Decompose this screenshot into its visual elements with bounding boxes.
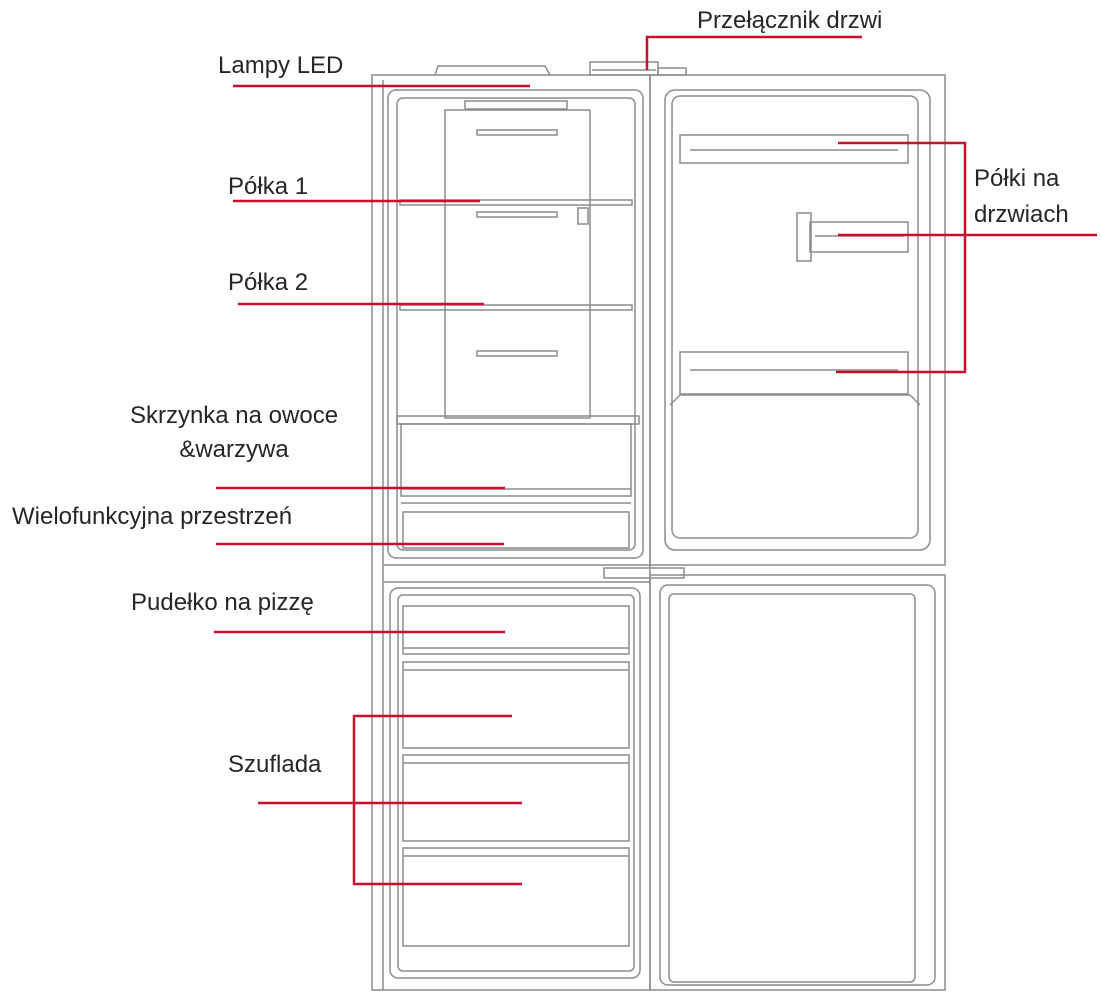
leader-lines bbox=[214, 35, 1097, 886]
crisper-drawer bbox=[400, 423, 632, 497]
middle-hinge bbox=[603, 567, 685, 579]
leader-door-shelves-bracket bbox=[836, 141, 967, 374]
vent-3 bbox=[476, 350, 558, 357]
rear-wall-panel bbox=[444, 109, 591, 419]
temp-control bbox=[577, 207, 589, 225]
door-shelf-2 bbox=[809, 221, 909, 253]
freezer-compartment-inner bbox=[397, 594, 635, 972]
shelf-2 bbox=[399, 304, 633, 311]
crisper-cover bbox=[396, 415, 640, 425]
fridge-door-inner bbox=[664, 89, 931, 551]
label-door-switch: Przełącznik drzwi bbox=[697, 7, 883, 34]
freezer-door-liner bbox=[668, 593, 916, 983]
label-door-shelves-line1: Półki na bbox=[974, 165, 1060, 192]
label-crisper-line1: Skrzynka na owoce bbox=[129, 402, 339, 429]
fridge-door-liner bbox=[671, 95, 919, 539]
led-lamp-strip bbox=[464, 100, 568, 110]
drawer-1 bbox=[402, 661, 630, 749]
top-right-hinge bbox=[657, 67, 687, 76]
label-pizza-box: Pudełko na pizzę bbox=[131, 589, 314, 616]
freezer-door-inner bbox=[659, 584, 936, 986]
top-hinge bbox=[434, 65, 551, 76]
label-door-shelves: Półki na drzwiach bbox=[974, 161, 1069, 233]
vent-1 bbox=[476, 129, 558, 136]
leader-drawer-bracket bbox=[352, 714, 522, 886]
leader-door-switch bbox=[645, 35, 862, 70]
label-shelf-1: Półka 1 bbox=[228, 173, 309, 200]
label-shelf-2: Półka 2 bbox=[228, 269, 309, 296]
shelf-1 bbox=[399, 199, 633, 206]
door-bin-bottom bbox=[669, 394, 921, 406]
fridge-compartment bbox=[387, 89, 644, 559]
label-led-lamps: Lampy LED bbox=[218, 52, 344, 79]
fridge-drawing bbox=[371, 61, 946, 991]
label-drawer: Szuflada bbox=[228, 751, 322, 778]
door-shelf-2-clip bbox=[796, 212, 812, 262]
multi-space-drawer bbox=[402, 511, 630, 549]
fridge-door bbox=[649, 74, 946, 566]
label-crisper-line2: &warzywa bbox=[179, 436, 289, 463]
label-multi-space: Wielofunkcyjna przestrzeń bbox=[12, 503, 293, 530]
label-crisper: Skrzynka na owoce &warzywa bbox=[100, 399, 368, 467]
door-shelf-1 bbox=[679, 134, 909, 164]
drawer-3 bbox=[402, 847, 630, 947]
label-door-shelves-line2: drzwiach bbox=[974, 201, 1069, 228]
drawer-2 bbox=[402, 754, 630, 842]
fridge-compartment-inner bbox=[396, 97, 636, 551]
freezer-compartment bbox=[389, 587, 641, 979]
pizza-box bbox=[402, 605, 630, 655]
freezer-door bbox=[649, 574, 946, 991]
vent-2 bbox=[476, 211, 558, 218]
